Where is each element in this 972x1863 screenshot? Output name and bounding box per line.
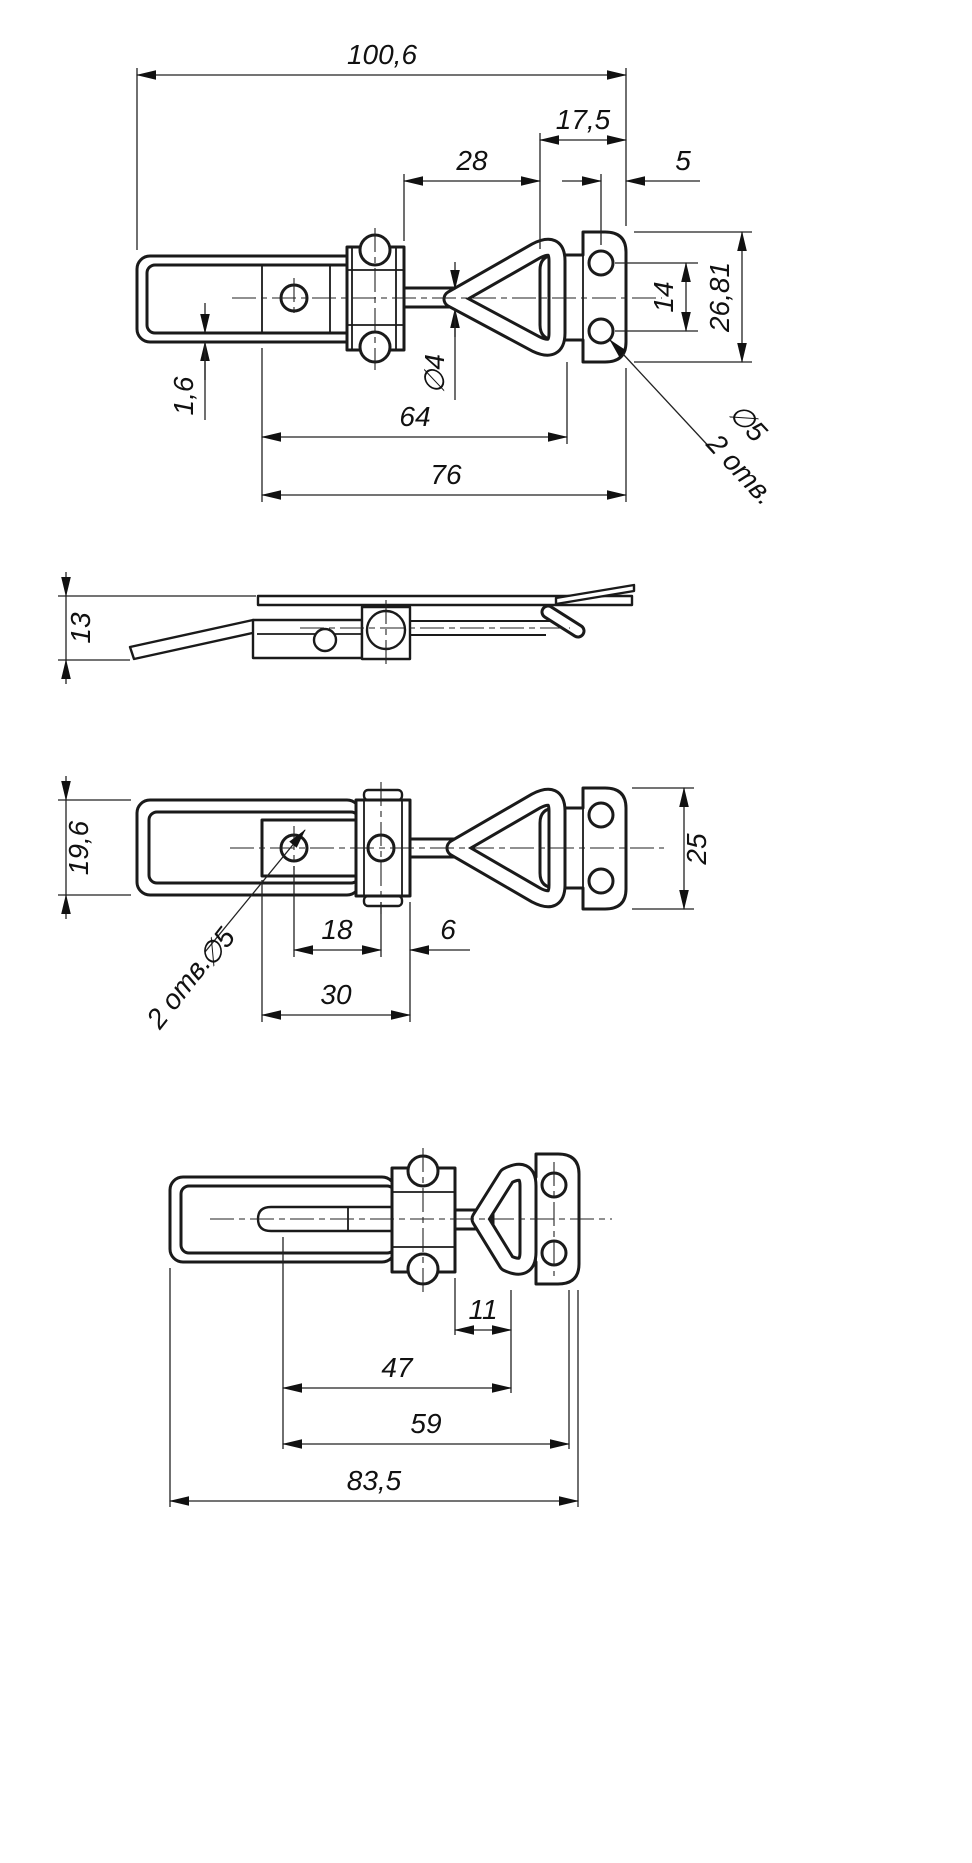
- dim-label: 28: [455, 145, 488, 176]
- dim-label: 1,6: [168, 376, 199, 415]
- catch-hole-bottom: [587, 317, 615, 345]
- centerlines: [232, 228, 662, 370]
- front-latch-body: [135, 228, 662, 370]
- dim-28: 28: [403, 145, 541, 241]
- dim-wire-dia: ∅4: [419, 262, 460, 400]
- dim-59: 59: [282, 1290, 570, 1449]
- extension-lines: [169, 1268, 579, 1507]
- dim-64: 64: [261, 348, 568, 444]
- catch-hole-bottom: [587, 867, 615, 895]
- dim-plate-height: 26,81: [634, 231, 752, 363]
- dim-label: 11: [468, 1294, 497, 1325]
- extension-lines: [136, 68, 627, 250]
- catch-lip: [554, 583, 636, 606]
- rod-side: [410, 620, 552, 636]
- lever-inner: [145, 263, 362, 335]
- dim-label: 19,6: [63, 820, 94, 875]
- dim-label: 14: [648, 281, 679, 312]
- bottom-latch-body: [168, 1148, 612, 1292]
- dim-plate-width-25: 25: [632, 787, 712, 910]
- dim-label: 25: [681, 833, 712, 866]
- centerlines: [300, 600, 570, 664]
- dim-47: 47: [282, 1237, 512, 1393]
- top-view: 19,6 25 18 6 30 ∅5 2 отв.: [58, 776, 712, 1035]
- lever-flat-bar: [256, 594, 634, 607]
- hole-qty-label: 2 отв.: [700, 427, 781, 511]
- dim-11: 11: [454, 1278, 512, 1335]
- dim-label: ∅4: [419, 354, 450, 394]
- hole-qty-label: 2 отв.: [140, 948, 217, 1035]
- dim-6: 6: [409, 902, 470, 957]
- dim-label: 83,5: [347, 1465, 402, 1496]
- dim-overall-width: 100,6: [136, 39, 627, 250]
- dim-label: 64: [399, 401, 430, 432]
- dim-label: 6: [440, 914, 456, 945]
- dim-label: 26,81: [704, 262, 735, 333]
- dim-label: 76: [430, 459, 462, 490]
- dim-height-13: 13: [58, 572, 256, 684]
- wire-bail-fill: [445, 240, 564, 354]
- extension-lines: [261, 348, 568, 444]
- top-latch-body: [135, 782, 664, 914]
- dim-plate-width: 17,5: [539, 104, 627, 249]
- callout-holes-front: ∅5 2 отв.: [609, 339, 781, 511]
- dim-label: 17,5: [556, 104, 611, 135]
- dim-76: 76: [261, 368, 627, 502]
- dim-label: 47: [381, 1352, 414, 1383]
- dim-label: 18: [321, 914, 353, 945]
- extension-lines: [634, 231, 752, 363]
- dim-18: 18: [293, 866, 382, 957]
- leader: [609, 339, 715, 453]
- wire-bail-fill: [473, 1165, 535, 1273]
- centerlines: [210, 1148, 612, 1292]
- dim-label: 5: [675, 145, 691, 176]
- dim-30: 30: [261, 880, 411, 1022]
- bottom-view: 11 47 59 83,5: [168, 1148, 612, 1507]
- dim-label: 100,6: [347, 39, 417, 70]
- dim-label: 30: [320, 979, 352, 1010]
- channel-section: [251, 618, 364, 660]
- pin-small: [312, 627, 338, 653]
- lever-handle-side: [128, 618, 259, 661]
- lever-bracket-edges: [261, 265, 331, 333]
- bail-side-fill: [543, 607, 583, 636]
- catch-hole-top: [587, 249, 615, 277]
- dim-label: 59: [410, 1408, 441, 1439]
- front-view: 100,6 17,5 28 5 26,81 14: [135, 39, 781, 511]
- dim-thickness: 1,6: [168, 303, 210, 420]
- catch-hole-top: [587, 801, 615, 829]
- dim-overall-83-5: 83,5: [169, 1268, 579, 1507]
- side-latch-body: [128, 583, 636, 664]
- dim-label: 13: [65, 612, 96, 644]
- side-view: 13: [58, 572, 636, 684]
- dim-5: 5: [562, 145, 700, 245]
- leader: [204, 829, 306, 953]
- dim-body-width: 19,6: [58, 776, 131, 919]
- dim-hole-spacing: 14: [615, 262, 698, 332]
